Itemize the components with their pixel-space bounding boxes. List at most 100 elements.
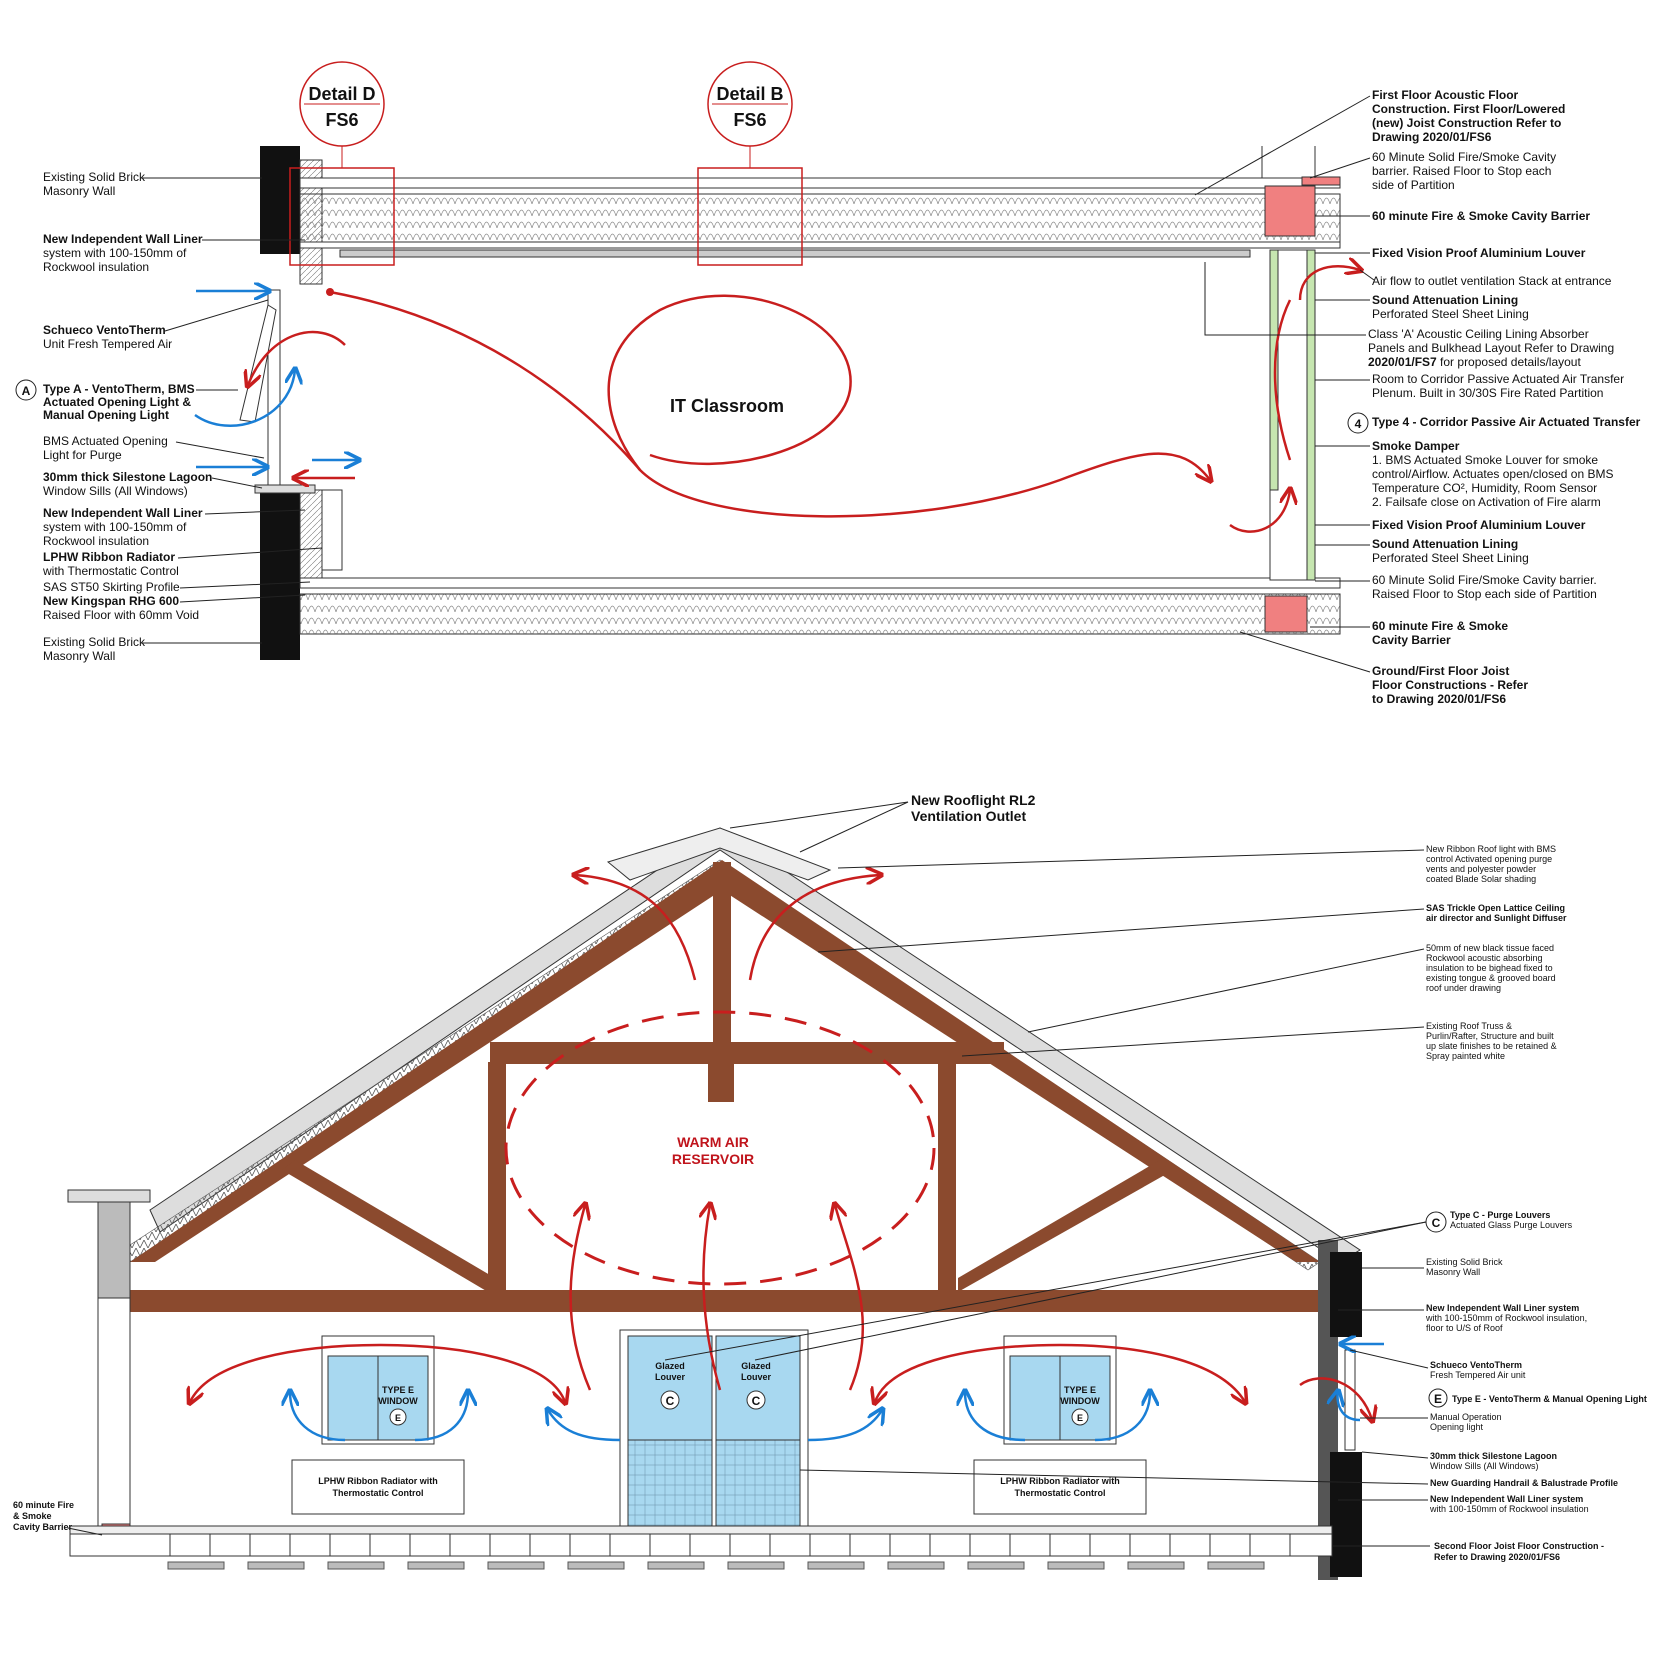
detail-b-title: Detail B bbox=[716, 84, 783, 104]
svg-text:C: C bbox=[666, 1394, 675, 1408]
radiator-left: LPHW Ribbon Radiator with Thermostatic C… bbox=[291, 1459, 465, 1515]
svg-text:Fixed Vision Proof Aluminium L: Fixed Vision Proof Aluminium Louver bbox=[1372, 518, 1586, 532]
svg-text:Air flow to outlet ventilation: Air flow to outlet ventilation Stack at … bbox=[1372, 274, 1612, 288]
svg-text:4: 4 bbox=[1355, 417, 1362, 431]
svg-text:Existing Roof Truss &Purlin/Ra: Existing Roof Truss &Purlin/Rafter, Stru… bbox=[1426, 1021, 1557, 1061]
glazed-louver-doors[interactable]: Glazed Louver C Glazed Louver C bbox=[619, 1329, 809, 1527]
svg-text:WINDOW: WINDOW bbox=[1060, 1396, 1100, 1406]
warm-air-label-1: WARM AIR bbox=[677, 1134, 749, 1150]
svg-text:Type E - VentoTherm & Manual O: Type E - VentoTherm & Manual Opening Lig… bbox=[1452, 1394, 1647, 1404]
type-c-marker[interactable]: C bbox=[1425, 1211, 1447, 1233]
right-window bbox=[1344, 1349, 1356, 1451]
svg-text:Thermostatic Control: Thermostatic Control bbox=[332, 1488, 423, 1498]
type-4-marker[interactable]: 4 bbox=[1347, 412, 1369, 434]
fresh-airflow-bottom bbox=[290, 1344, 1384, 1442]
fresh-airflow-top bbox=[194, 291, 358, 467]
svg-text:Louver: Louver bbox=[741, 1372, 772, 1382]
warm-airflow-top bbox=[248, 266, 1360, 533]
detail-d[interactable]: Detail D FS6 bbox=[289, 61, 395, 266]
right-brick-lower bbox=[1330, 1452, 1362, 1577]
raised-floor-deck bbox=[299, 577, 1341, 589]
warm-air-reservoir bbox=[504, 1010, 936, 1286]
svg-text:60 Minute Solid Fire/Smoke Cav: 60 Minute Solid Fire/Smoke Cavitybarrier… bbox=[1372, 150, 1556, 192]
warm-airflow-bottom bbox=[190, 875, 1372, 1420]
roof-truss bbox=[130, 860, 1320, 1312]
svg-text:New Guarding Handrail & Balust: New Guarding Handrail & Balustrade Profi… bbox=[1430, 1478, 1618, 1488]
svg-text:Class 'A' Acoustic Ceiling Lin: Class 'A' Acoustic Ceiling Lining Absorb… bbox=[1368, 327, 1614, 369]
right-brick-upper bbox=[1330, 1252, 1362, 1337]
svg-text:SAS ST50 Skirting Profile: SAS ST50 Skirting Profile bbox=[43, 580, 180, 594]
fire-barrier-lower bbox=[1264, 595, 1308, 633]
floor-joists bbox=[69, 1533, 1333, 1557]
detail-b[interactable]: Detail B FS6 bbox=[697, 61, 803, 266]
radiator-right: LPHW Ribbon Radiator with Thermostatic C… bbox=[973, 1459, 1147, 1515]
svg-text:Type 4 - Corridor Passive Air: Type 4 - Corridor Passive Air Actuated T… bbox=[1372, 415, 1641, 429]
svg-text:LPHW Ribbon Radiator with: LPHW Ribbon Radiator with bbox=[1000, 1476, 1120, 1486]
svg-text:A: A bbox=[22, 384, 31, 398]
joist-ticks bbox=[169, 1534, 1291, 1556]
second-floor-deck bbox=[69, 1525, 1333, 1535]
detail-b-sheet: FS6 bbox=[733, 110, 766, 130]
svg-text:C: C bbox=[1432, 1216, 1441, 1230]
upper-floor-deck bbox=[299, 177, 1341, 189]
window-right[interactable]: TYPE E WINDOW E bbox=[1003, 1335, 1117, 1445]
warm-air-label-2: RESERVOIR bbox=[672, 1151, 754, 1167]
svg-text:60 minute Fire & Smoke Cavity: 60 minute Fire & Smoke Cavity Barrier bbox=[1372, 209, 1590, 223]
window-left[interactable]: TYPE E WINDOW E bbox=[321, 1335, 435, 1445]
detail-d-title: Detail D bbox=[308, 84, 375, 104]
brick-wall-upper bbox=[260, 146, 300, 254]
svg-text:Thermostatic Control: Thermostatic Control bbox=[1014, 1488, 1105, 1498]
svg-text:C: C bbox=[752, 1394, 761, 1408]
type-e-marker[interactable]: E bbox=[1428, 1388, 1448, 1408]
window-sill bbox=[254, 484, 316, 494]
svg-text:Glazed: Glazed bbox=[741, 1361, 771, 1371]
wall-liner-lower bbox=[299, 489, 323, 581]
fire-barrier-upper bbox=[1264, 185, 1316, 237]
left-coping bbox=[67, 1189, 151, 1203]
svg-text:TYPE E: TYPE E bbox=[1064, 1385, 1096, 1395]
radiator bbox=[321, 489, 343, 571]
lower-floor-insulation bbox=[299, 593, 1341, 635]
type-a-marker[interactable]: A bbox=[15, 379, 37, 401]
brick-wall-lower bbox=[260, 490, 300, 660]
ceiling-board bbox=[299, 241, 1341, 249]
svg-text:Glazed: Glazed bbox=[655, 1361, 685, 1371]
upper-floor-insulation bbox=[299, 193, 1341, 243]
svg-text:60 Minute Solid Fire/Smoke Cav: 60 Minute Solid Fire/Smoke Cavity barrie… bbox=[1372, 573, 1597, 601]
left-parapet bbox=[97, 1199, 131, 1299]
rooflight bbox=[606, 827, 832, 881]
svg-text:E: E bbox=[1434, 1392, 1442, 1406]
svg-text:WINDOW: WINDOW bbox=[378, 1396, 418, 1406]
svg-text:Fixed Vision Proof Aluminium L: Fixed Vision Proof Aluminium Louver bbox=[1372, 246, 1586, 260]
svg-text:E: E bbox=[1077, 1413, 1083, 1423]
